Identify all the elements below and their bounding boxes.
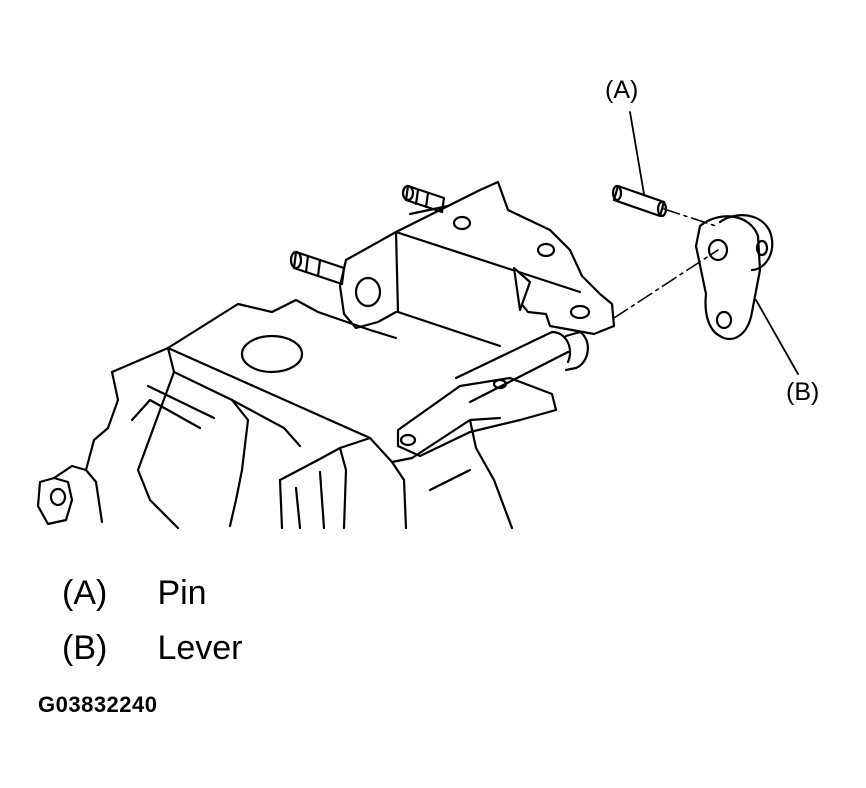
shaft — [454, 330, 589, 404]
figure-code: G03832240 — [38, 692, 158, 717]
mounting-ear — [36, 476, 74, 526]
leader-line-b — [755, 299, 799, 375]
legend-key: (B) — [62, 629, 108, 667]
legend-label: Lever — [157, 629, 243, 667]
assembly-diagram: (A) (B) — [36, 76, 819, 530]
legend-row-pin: (A) Pin — [62, 573, 207, 613]
pin — [611, 184, 668, 218]
legend-label: Pin — [157, 574, 207, 612]
lower-bracket — [396, 376, 558, 458]
centerline — [613, 208, 719, 319]
stud-lower — [289, 250, 346, 286]
stud-upper — [401, 184, 446, 214]
callout-b: (B) — [786, 378, 819, 406]
upper-bracket — [338, 180, 616, 348]
legend-row-lever: (B) Lever — [62, 628, 243, 668]
legend-key: (A) — [62, 574, 108, 612]
callout-a: (A) — [605, 76, 638, 104]
housing-body — [52, 298, 514, 530]
leader-line-a — [629, 111, 645, 195]
lever — [694, 214, 774, 341]
